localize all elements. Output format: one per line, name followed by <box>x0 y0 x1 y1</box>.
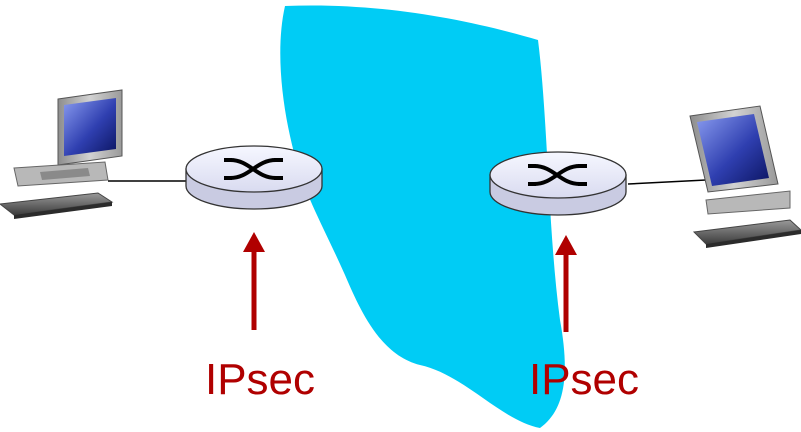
right-router <box>489 151 627 216</box>
right-host-computer <box>689 105 801 248</box>
left-host-computer <box>0 89 123 219</box>
left-router <box>185 145 323 210</box>
router-icon <box>185 145 323 210</box>
right-ipsec-label: IPsec <box>529 355 639 404</box>
right-host-link <box>627 179 707 185</box>
right-ipsec-arrow <box>555 235 577 332</box>
left-ipsec-label: IPsec <box>205 355 315 404</box>
desktop-computer-icon <box>0 89 123 219</box>
router-icon-right <box>489 151 627 216</box>
desktop-computer-icon-right <box>689 105 801 248</box>
left-ipsec-arrow <box>243 232 265 330</box>
network-cloud <box>280 5 565 428</box>
